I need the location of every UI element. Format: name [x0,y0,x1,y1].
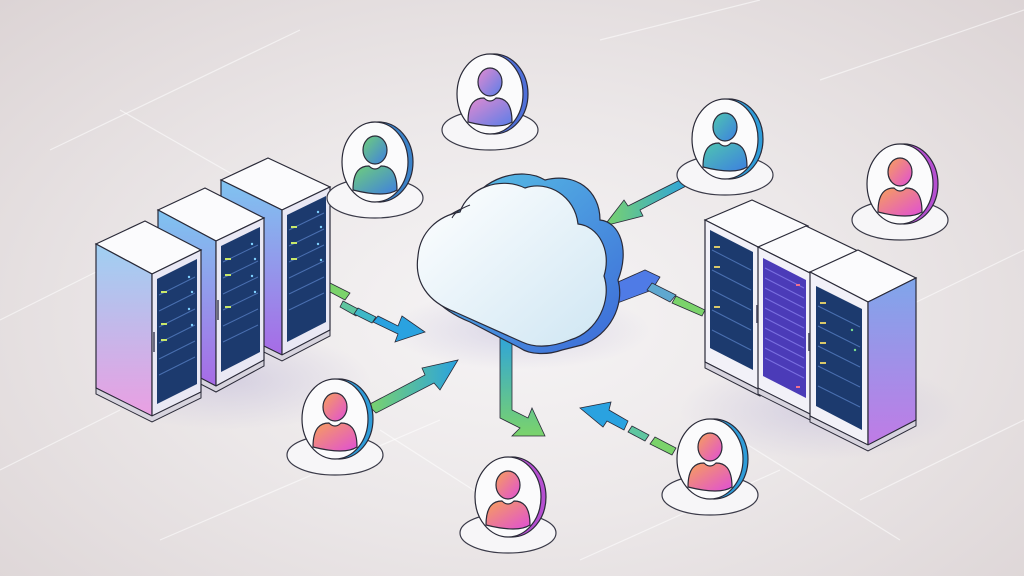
user-bottom-center [459,456,557,554]
arrow-user-to-cloud-top-right [602,179,691,227]
user-top-center [441,53,539,151]
left-server-group [94,157,332,423]
arrow-left-servers-to-cloud [329,282,426,343]
arrow-user-to-cloud-bottom-right [579,401,677,456]
server-rack-icon [808,249,918,452]
user-far-right [851,143,949,241]
arrow-cloud-to-user-bottom [499,329,546,437]
right-server-group [703,199,918,452]
user-top-right [676,98,774,196]
user-top-left [326,121,424,219]
cloud-icon [416,173,624,355]
server-rack-icon [94,220,203,423]
arrow-user-to-cloud-left [367,359,459,414]
